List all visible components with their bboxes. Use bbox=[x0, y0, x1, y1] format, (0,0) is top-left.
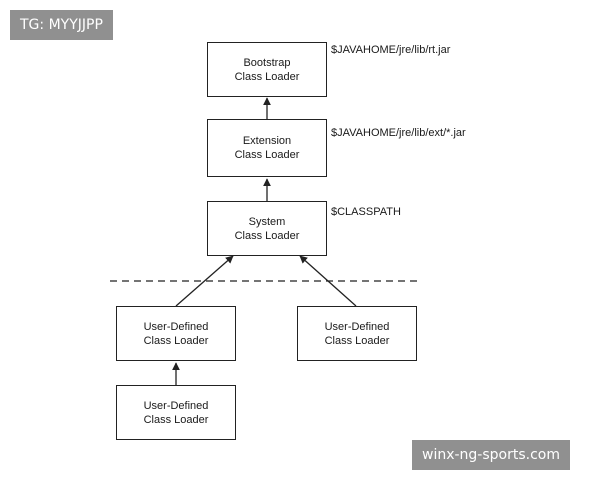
box-label-line2: Class Loader bbox=[143, 334, 209, 347]
system-class-loader-box: System Class Loader bbox=[207, 201, 327, 256]
box-label-line2: Class Loader bbox=[234, 229, 300, 242]
user-defined-class-loader-right-box: User-Defined Class Loader bbox=[297, 306, 417, 361]
watermark-top: TG: MYYJJPP bbox=[10, 10, 113, 40]
box-label-line1: Bootstrap bbox=[243, 56, 291, 69]
box-label-line1: User-Defined bbox=[324, 320, 390, 333]
user-defined-class-loader-left-box: User-Defined Class Loader bbox=[116, 306, 236, 361]
bootstrap-class-loader-box: Bootstrap Class Loader bbox=[207, 42, 327, 97]
arrow-user-left-to-system bbox=[175, 255, 234, 307]
box-label-line1: System bbox=[248, 215, 286, 228]
box-label-line1: User-Defined bbox=[143, 320, 209, 333]
watermark-bottom: winx-ng-sports.com bbox=[412, 440, 570, 470]
box-label-line2: Class Loader bbox=[234, 70, 300, 83]
system-path: $CLASSPATH bbox=[331, 206, 401, 218]
extension-class-loader-box: Extension Class Loader bbox=[207, 119, 327, 177]
box-label-line2: Class Loader bbox=[234, 149, 300, 161]
user-defined-class-loader-bottom-box: User-Defined Class Loader bbox=[116, 385, 236, 440]
bootstrap-path: $JAVAHOME/jre/lib/rt.jar bbox=[331, 44, 451, 56]
box-label-line2: Class Loader bbox=[143, 413, 209, 426]
box-label-line1: User-Defined bbox=[143, 399, 209, 412]
extension-path: $JAVAHOME/jre/lib/ext/*.jar bbox=[331, 127, 466, 139]
box-label-line2: Class Loader bbox=[324, 334, 390, 347]
box-label-line1: Extension bbox=[242, 135, 292, 147]
